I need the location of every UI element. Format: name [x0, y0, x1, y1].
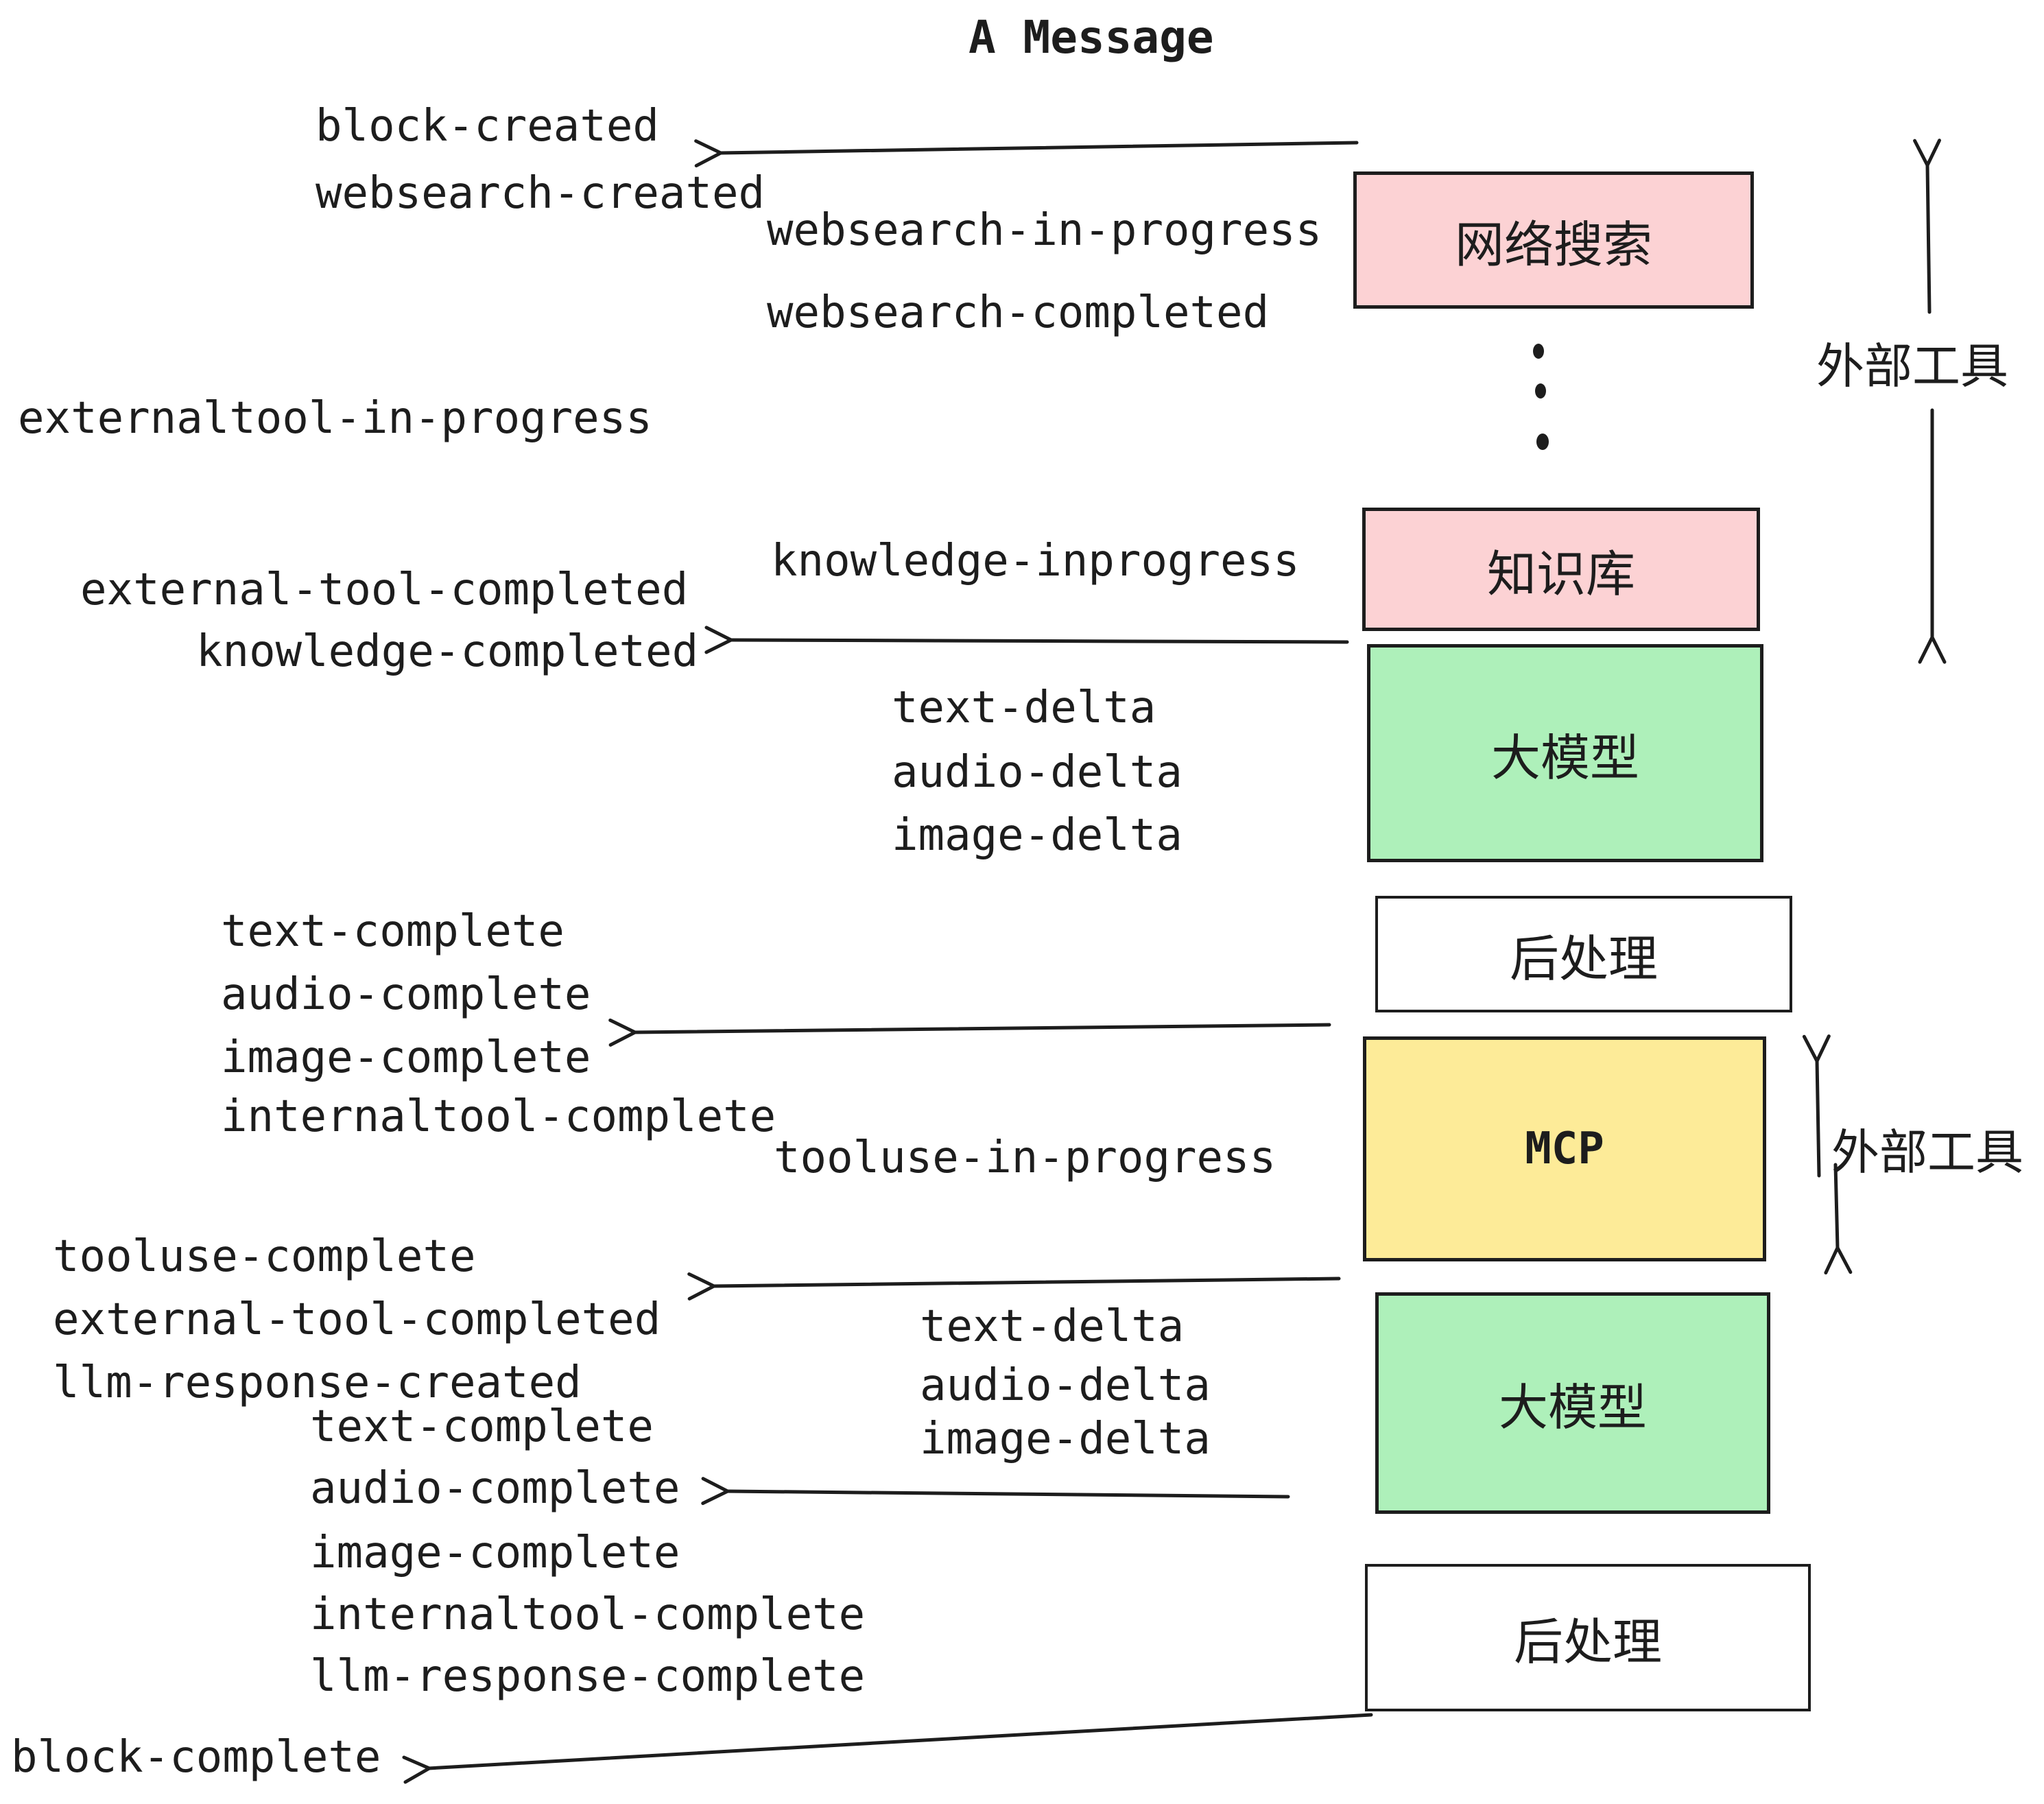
arrow-to-knowledge-completed [730, 640, 1349, 642]
event-label-tooluse-complete: tooluse-complete [53, 1231, 476, 1282]
page-title: A Message [968, 11, 1214, 64]
event-label-external-tool-completed-2: external-tool-completed [53, 1294, 661, 1345]
arrow-to-block-complete [429, 1713, 1373, 1768]
event-label-image-delta-2: image-delta [920, 1414, 1211, 1464]
event-label-audio-complete-2: audio-complete [310, 1463, 680, 1514]
box-knowledge: 知识库 [1362, 508, 1760, 631]
event-label-image-delta: image-delta [892, 810, 1183, 861]
event-label-image-complete: image-complete [221, 1032, 591, 1083]
external-tools-up-arrow-2 [1817, 1060, 1819, 1178]
event-label-text-complete: text-complete [221, 906, 565, 957]
box-llm-1-label: 大模型 [1490, 728, 1639, 787]
box-postprocess-1-label: 后处理 [1509, 929, 1658, 988]
event-label-knowledge-inprogress: knowledge-inprogress [771, 536, 1300, 586]
event-label-websearch-created: websearch-created [316, 168, 765, 219]
external-tools-down-arrow-2 [1835, 1163, 1838, 1248]
event-label-block-complete: block-complete [11, 1732, 381, 1783]
arrow-to-audio-complete [727, 1491, 1290, 1497]
event-label-image-complete-2: image-complete [310, 1528, 680, 1578]
event-label-audio-delta: audio-delta [892, 747, 1183, 798]
event-label-knowledge-completed: knowledge-completed [196, 626, 699, 677]
event-label-text-delta: text-delta [892, 683, 1156, 733]
box-websearch-label: 网络搜索 [1454, 215, 1652, 274]
arrow-to-block-created [720, 143, 1359, 153]
vertical-ellipsis-icon [1533, 344, 1549, 450]
event-label-tooluse-in-progress: tooluse-in-progress [774, 1132, 1276, 1183]
box-postprocess-2: 后处理 [1365, 1564, 1811, 1711]
box-llm-1: 大模型 [1367, 644, 1763, 862]
external-tools-label-1: 外部工具 [1816, 338, 2008, 394]
event-label-block-created: block-created [316, 101, 659, 152]
event-label-text-complete-2: text-complete [310, 1401, 654, 1452]
arrow-to-tooluse-complete [713, 1279, 1341, 1286]
box-llm-2: 大模型 [1375, 1292, 1770, 1514]
event-label-text-delta-2: text-delta [920, 1301, 1185, 1352]
external-tools-label-2: 外部工具 [1831, 1124, 2023, 1180]
external-tools-up-arrow-1 [1927, 165, 1929, 314]
event-label-audio-delta-2: audio-delta [920, 1360, 1211, 1411]
box-mcp: MCP [1363, 1036, 1766, 1261]
event-label-internaltool-complete-2: internaltool-complete [310, 1589, 866, 1640]
box-postprocess-1: 后处理 [1375, 896, 1792, 1012]
event-label-audio-complete: audio-complete [221, 969, 591, 1020]
event-label-websearch-in-progress: websearch-in-progress [767, 205, 1322, 256]
arrow-to-image-complete [634, 1025, 1331, 1032]
box-websearch: 网络搜索 [1353, 171, 1754, 309]
box-knowledge-label: 知识库 [1486, 545, 1635, 603]
event-label-external-tool-completed: external-tool-completed [80, 565, 689, 615]
box-mcp-label: MCP [1525, 1124, 1604, 1174]
box-postprocess-2-label: 后处理 [1513, 1613, 1662, 1671]
box-llm-2-label: 大模型 [1498, 1379, 1647, 1436]
event-label-websearch-completed: websearch-completed [767, 287, 1270, 338]
event-label-llm-response-complete: llm-response-complete [310, 1651, 866, 1702]
event-label-llm-response-created: llm-response-created [53, 1357, 582, 1408]
event-label-externaltool-in-progress: externaltool-in-progress [18, 393, 652, 444]
event-label-internaltool-complete: internaltool-complete [221, 1091, 776, 1142]
